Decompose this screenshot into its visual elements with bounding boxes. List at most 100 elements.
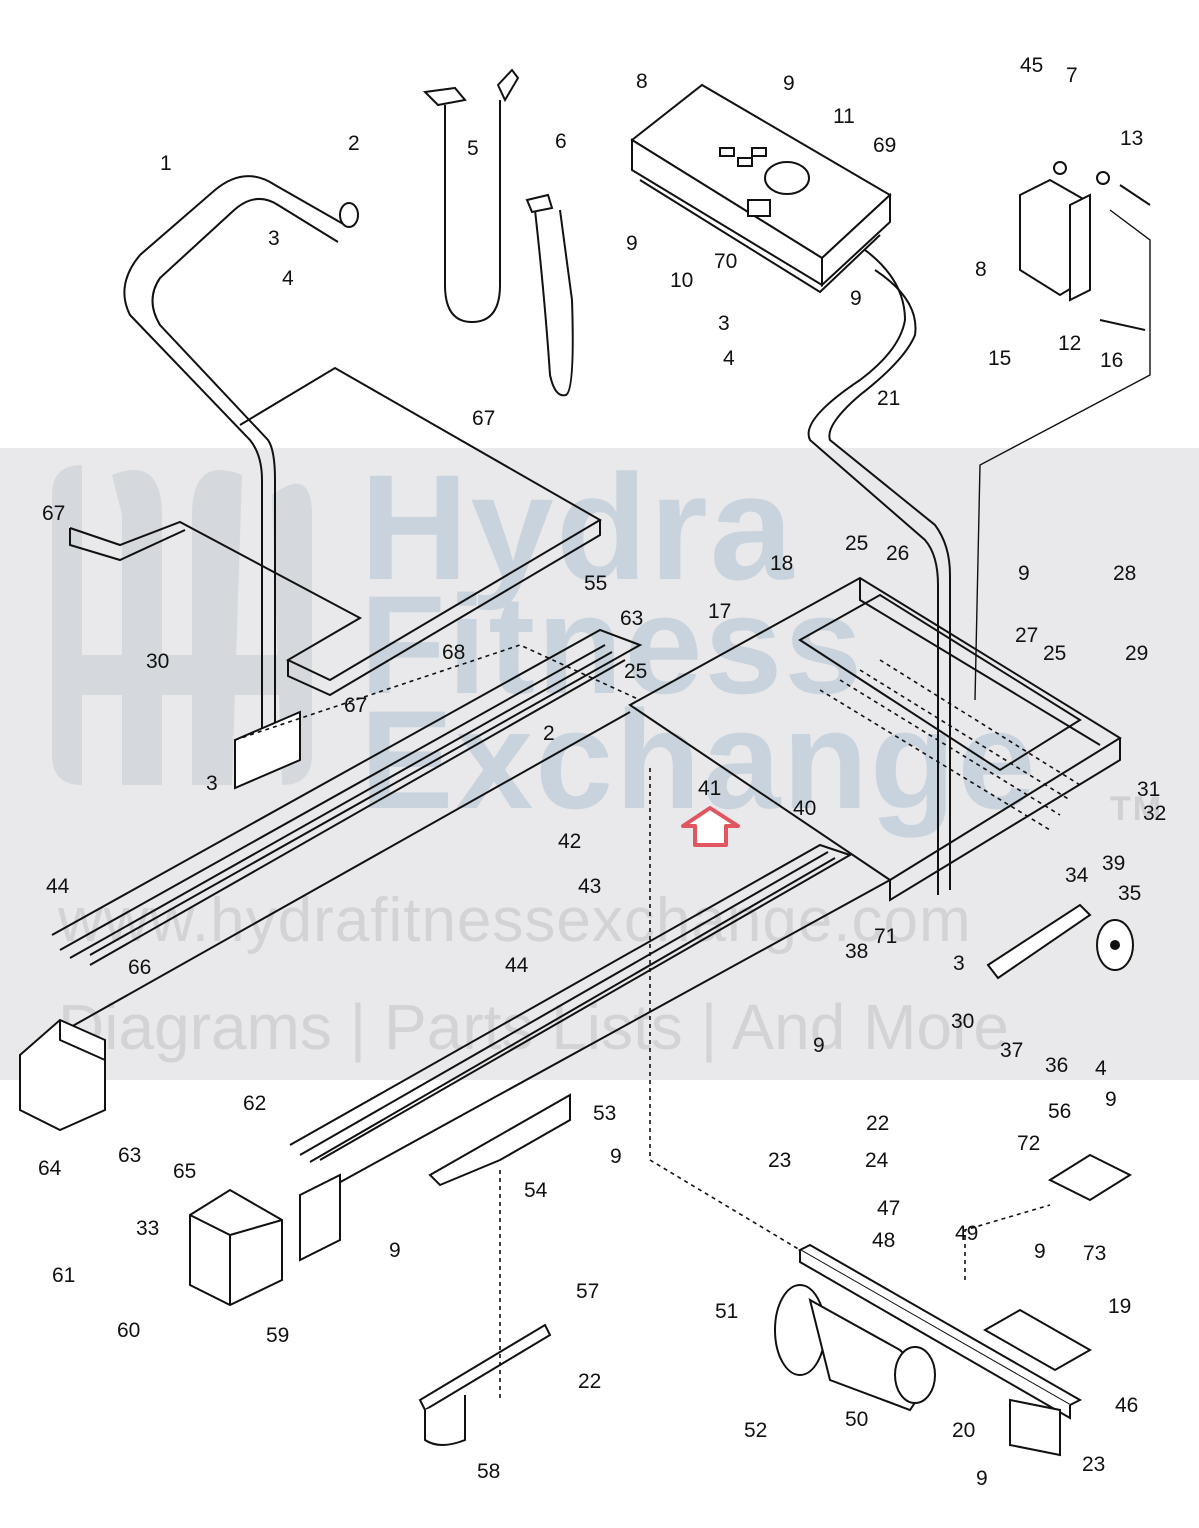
callout-part-27: 27 bbox=[1015, 624, 1038, 647]
callout-part-23: 23 bbox=[1082, 1453, 1105, 1476]
highlight-up-arrow-icon bbox=[681, 806, 740, 847]
callout-part-19: 19 bbox=[1108, 1295, 1131, 1318]
watermark-brand-line3: Exchange bbox=[360, 681, 1038, 838]
part-belly-pan-54 bbox=[428, 1093, 571, 1187]
part-controller-20 bbox=[1009, 1398, 1061, 1457]
part-plate-37 bbox=[986, 903, 1092, 980]
callout-part-25: 25 bbox=[624, 660, 647, 683]
callout-part-38: 38 bbox=[845, 940, 868, 963]
callout-part-42: 42 bbox=[558, 830, 581, 853]
callout-part-44: 44 bbox=[46, 875, 70, 898]
callout-part-31: 31 bbox=[1137, 778, 1160, 801]
callout-part-68: 68 bbox=[442, 641, 465, 664]
callout-part-67: 67 bbox=[472, 407, 495, 430]
callout-part-69: 69 bbox=[873, 134, 896, 157]
callout-part-10: 10 bbox=[670, 269, 693, 292]
callout-part-67: 67 bbox=[344, 694, 367, 717]
callout-part-3: 3 bbox=[718, 312, 730, 335]
callout-part-72: 72 bbox=[1017, 1132, 1040, 1155]
callout-part-15: 15 bbox=[988, 347, 1011, 370]
callout-part-40: 40 bbox=[793, 797, 816, 820]
watermark-tagline: Diagrams | Parts Lists | And More bbox=[58, 991, 1009, 1063]
callout-part-9: 9 bbox=[1105, 1088, 1117, 1111]
callout-part-6: 6 bbox=[555, 130, 567, 153]
callout-part-5: 5 bbox=[467, 137, 479, 160]
callout-part-73: 73 bbox=[1083, 1242, 1106, 1265]
part-motor-assembly bbox=[774, 1243, 1083, 1420]
callout-part-43: 43 bbox=[578, 875, 601, 898]
callout-part-30: 30 bbox=[951, 1010, 974, 1033]
callout-part-50: 50 bbox=[845, 1408, 868, 1431]
callout-part-67: 67 bbox=[42, 502, 65, 525]
part-side-rail-43 bbox=[289, 843, 891, 1262]
callout-part-18: 18 bbox=[770, 552, 793, 575]
callout-part-16: 16 bbox=[1100, 349, 1123, 372]
part-strap-5 bbox=[422, 68, 520, 324]
callout-part-13: 13 bbox=[1120, 127, 1143, 150]
callout-part-26: 26 bbox=[886, 542, 909, 565]
part-console-8 bbox=[630, 83, 892, 294]
part-safety-cord-6 bbox=[525, 193, 574, 397]
callout-part-32: 32 bbox=[1143, 802, 1166, 825]
part-handlebar-right-21 bbox=[807, 249, 951, 895]
callout-part-4: 4 bbox=[723, 347, 735, 370]
callout-part-59: 59 bbox=[266, 1324, 289, 1347]
callout-part-25: 25 bbox=[1043, 642, 1066, 665]
watermark-trademark: TM bbox=[1110, 790, 1164, 828]
part-deck-pattern bbox=[819, 659, 1081, 831]
callout-part-9: 9 bbox=[783, 72, 795, 95]
callout-part-49: 49 bbox=[955, 1222, 978, 1245]
callout-part-3: 3 bbox=[206, 772, 218, 795]
callout-part-35: 35 bbox=[1118, 882, 1141, 905]
callout-part-3: 3 bbox=[268, 227, 280, 250]
callout-part-22: 22 bbox=[866, 1112, 889, 1135]
callout-part-53: 53 bbox=[593, 1102, 616, 1125]
callout-part-46: 46 bbox=[1115, 1394, 1138, 1417]
callout-part-23: 23 bbox=[768, 1149, 791, 1172]
callout-part-28: 28 bbox=[1113, 562, 1136, 585]
callout-part-39: 39 bbox=[1102, 852, 1125, 875]
callout-part-20: 20 bbox=[952, 1419, 975, 1442]
callout-part-9: 9 bbox=[1034, 1240, 1046, 1263]
callout-part-9: 9 bbox=[850, 287, 862, 310]
callout-part-58: 58 bbox=[477, 1460, 500, 1483]
part-end-cap-64 bbox=[19, 1018, 106, 1132]
callout-part-21: 21 bbox=[877, 387, 900, 410]
callout-part-8: 8 bbox=[975, 258, 987, 281]
watermark-logo-icon bbox=[52, 465, 312, 785]
callout-part-63: 63 bbox=[620, 607, 643, 630]
callout-part-52: 52 bbox=[744, 1419, 767, 1442]
callout-part-9: 9 bbox=[976, 1467, 988, 1490]
callout-part-34: 34 bbox=[1065, 864, 1089, 887]
callout-part-55: 55 bbox=[584, 572, 607, 595]
callout-part-29: 29 bbox=[1125, 642, 1148, 665]
callout-part-12: 12 bbox=[1058, 332, 1081, 355]
callout-part-11: 11 bbox=[833, 105, 855, 128]
part-bracket-19 bbox=[982, 1308, 1093, 1372]
part-speed-control bbox=[974, 161, 1151, 701]
callout-part-54: 54 bbox=[524, 1179, 548, 1202]
callout-part-4: 4 bbox=[1095, 1057, 1107, 1080]
callout-part-7: 7 bbox=[1066, 64, 1078, 87]
callout-part-41: 41 bbox=[698, 777, 721, 800]
callout-part-51: 51 bbox=[715, 1300, 738, 1323]
callout-part-61: 61 bbox=[52, 1264, 75, 1287]
callout-part-66: 66 bbox=[128, 956, 151, 979]
callout-part-22: 22 bbox=[578, 1370, 601, 1393]
part-side-rail-42 bbox=[29, 628, 643, 1051]
callout-part-57: 57 bbox=[576, 1280, 599, 1303]
callout-part-2: 2 bbox=[348, 132, 360, 155]
callout-part-44: 44 bbox=[505, 954, 529, 977]
callout-part-36: 36 bbox=[1045, 1054, 1068, 1077]
callout-part-9: 9 bbox=[389, 1239, 401, 1262]
watermark-brand-line2: Fitness bbox=[360, 566, 865, 723]
callout-part-30: 30 bbox=[146, 650, 169, 673]
part-wheel-35 bbox=[1096, 919, 1134, 971]
callout-part-17: 17 bbox=[708, 600, 731, 623]
callout-part-63: 63 bbox=[118, 1144, 141, 1167]
callout-part-64: 64 bbox=[38, 1157, 62, 1180]
part-bracket-58 bbox=[418, 1323, 552, 1446]
callout-part-24: 24 bbox=[865, 1149, 889, 1172]
callout-part-37: 37 bbox=[1000, 1039, 1023, 1062]
